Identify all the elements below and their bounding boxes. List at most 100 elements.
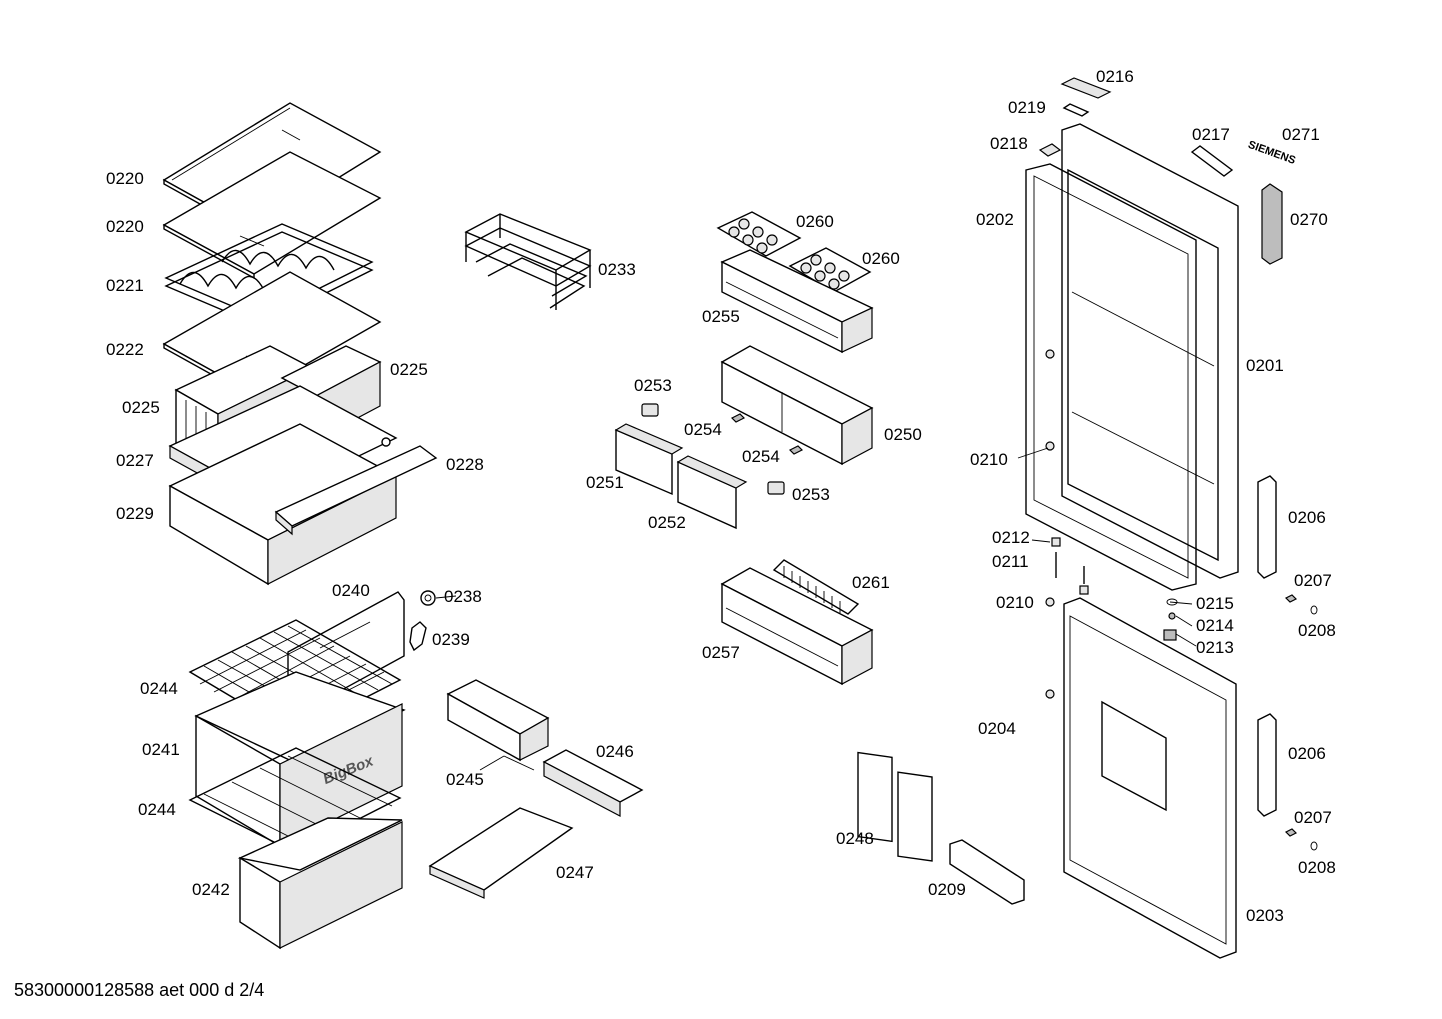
screw-0207-top <box>1284 594 1298 603</box>
label-0255: 0255 <box>702 307 740 326</box>
handle-0206-top <box>1257 475 1277 579</box>
door-shelf-0255 <box>720 249 874 354</box>
fridge-door-0201 <box>1061 123 1239 579</box>
label-0218: 0218 <box>990 134 1028 153</box>
label-0271: 0271 <box>1282 125 1320 144</box>
flap-0251 <box>614 423 684 496</box>
label-0207-bottom: 0207 <box>1294 808 1332 827</box>
label-0244-top: 0244 <box>140 679 178 698</box>
cap-0208-top <box>1310 605 1318 615</box>
hinge-cover-0270 <box>1261 183 1283 265</box>
bottle-holder-0261 <box>772 559 860 615</box>
label-0221: 0221 <box>106 276 144 295</box>
butter-compartment-0250 <box>720 345 874 466</box>
label-0233: 0233 <box>598 260 636 279</box>
hinge-pin-0210-bottom <box>1045 597 1055 607</box>
label-0245: 0245 <box>446 770 484 789</box>
label-0208-bottom: 0208 <box>1298 858 1336 877</box>
leader-lines <box>435 447 1197 771</box>
label-0252: 0252 <box>648 513 686 532</box>
label-0248: 0248 <box>836 829 874 848</box>
ice-tray-0246 <box>542 749 644 817</box>
screw-0207-bottom <box>1284 828 1298 837</box>
door-gasket-0202 <box>1025 163 1197 591</box>
crisper-lid-0228 <box>274 445 438 536</box>
label-0239: 0239 <box>432 630 470 649</box>
label-0238: 0238 <box>444 587 482 606</box>
label-0253-top: 0253 <box>634 376 672 395</box>
cold-pack-0248 <box>857 751 933 862</box>
drawing-reference: 58300000128588 aet 000 d 2/4 <box>14 980 265 1000</box>
hinge-pin-0211 <box>1055 552 1089 595</box>
screw-0254-bottom <box>788 445 804 455</box>
cap-0208-bottom <box>1310 841 1318 851</box>
label-0210-bottom: 0210 <box>996 593 1034 612</box>
label-0253-bottom: 0253 <box>792 485 830 504</box>
label-0211: 0211 <box>992 552 1029 571</box>
label-0220-second: 0220 <box>106 217 144 236</box>
handle-0206-bottom <box>1257 713 1277 817</box>
label-0241: 0241 <box>142 740 180 759</box>
cover-0217 <box>1190 145 1234 177</box>
label-0260-top: 0260 <box>796 212 834 231</box>
label-0204: 0204 <box>978 719 1016 738</box>
flap-0252 <box>676 455 748 530</box>
label-0220-top: 0220 <box>106 169 144 188</box>
label-0257: 0257 <box>702 643 740 662</box>
label-0227: 0227 <box>116 451 154 470</box>
label-0208-top: 0208 <box>1298 621 1336 640</box>
label-0244-bottom: 0244 <box>138 800 176 819</box>
label-0216: 0216 <box>1096 67 1134 86</box>
label-0219: 0219 <box>1008 98 1046 117</box>
wire-bottle-rack-0233 <box>464 213 592 310</box>
knob-0238 <box>420 590 436 606</box>
label-0247: 0247 <box>556 863 594 882</box>
label-0217: 0217 <box>1192 125 1230 144</box>
bracket-0213 <box>1163 629 1177 641</box>
label-0251: 0251 <box>586 473 624 492</box>
bushing-0212 <box>1051 537 1061 547</box>
screw-0214 <box>1168 612 1176 620</box>
ice-bank-0247 <box>428 807 574 899</box>
label-0261: 0261 <box>852 573 890 592</box>
label-0250: 0250 <box>884 425 922 444</box>
washer-0215 <box>1166 598 1178 606</box>
cap-0218 <box>1038 143 1062 157</box>
label-0246: 0246 <box>596 742 634 761</box>
label-0222: 0222 <box>106 340 144 359</box>
label-0228: 0228 <box>446 455 484 474</box>
screw-0254-top <box>730 413 746 423</box>
label-0202: 0202 <box>976 210 1014 229</box>
egg-tray-0260-left <box>716 211 802 257</box>
label-0225-right: 0225 <box>390 360 428 379</box>
freezer-drawer-0242 <box>237 817 403 950</box>
label-0203: 0203 <box>1246 906 1284 925</box>
label-0260-second: 0260 <box>862 249 900 268</box>
ice-cube-maker-0245 <box>446 679 550 762</box>
label-0254-top: 0254 <box>684 420 722 439</box>
wire-shelf-0244-bottom <box>188 747 402 853</box>
label-0207-top: 0207 <box>1294 571 1332 590</box>
trim-strip-0209 <box>949 839 1025 905</box>
clip-0253-bottom <box>767 481 785 495</box>
freezer-door-0203 <box>1063 597 1237 959</box>
label-0201: 0201 <box>1246 356 1284 375</box>
hinge-pin-0204 <box>1045 689 1055 699</box>
clip-0253-top <box>641 403 659 417</box>
label-0212: 0212 <box>992 528 1030 547</box>
clip-0219 <box>1062 103 1090 117</box>
label-0215: 0215 <box>1196 594 1234 613</box>
label-0209: 0209 <box>928 880 966 899</box>
label-0214: 0214 <box>1196 616 1234 635</box>
label-0206-bottom: 0206 <box>1288 744 1326 763</box>
label-0242: 0242 <box>192 880 230 899</box>
label-0210-top: 0210 <box>970 450 1008 469</box>
hinge-pin-0210-top <box>1045 349 1055 451</box>
hinge-0239 <box>409 621 427 652</box>
label-0240: 0240 <box>332 581 370 600</box>
bigbox-drawer-0241: BigBox <box>194 671 406 848</box>
label-0213: 0213 <box>1196 638 1234 657</box>
label-0206-top: 0206 <box>1288 508 1326 527</box>
label-0225-left: 0225 <box>122 398 160 417</box>
